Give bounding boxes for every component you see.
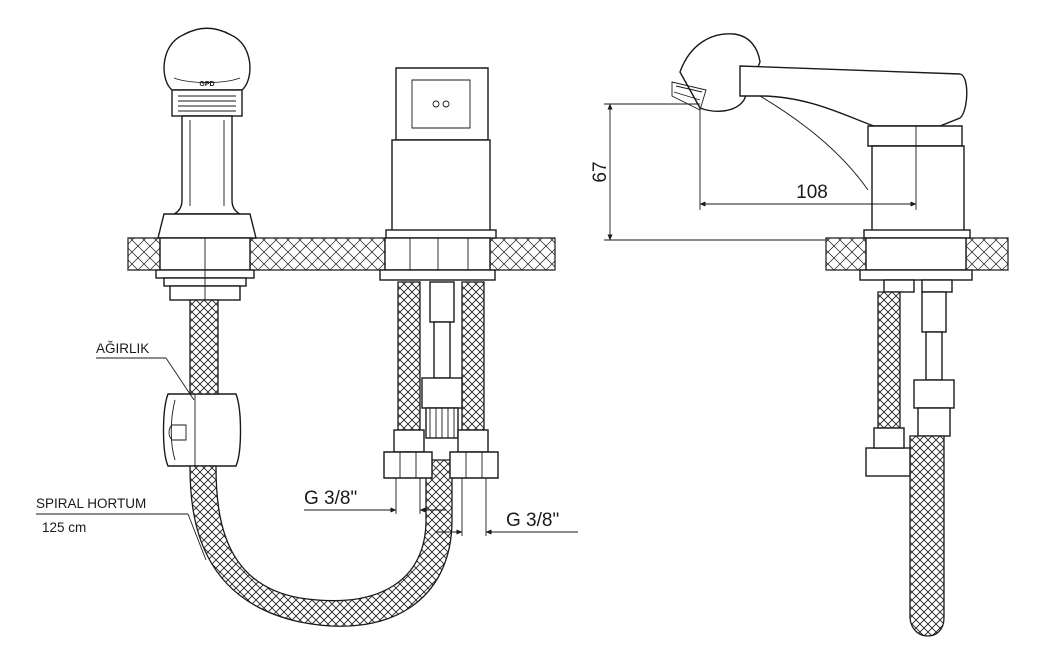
height-dimension: [604, 103, 826, 241]
height-dimension-value: 67: [590, 161, 611, 182]
weight-label: AĞIRLIK: [96, 341, 149, 356]
shower-mount: [155, 237, 255, 301]
spiral-hose: [189, 299, 219, 395]
inlet-nuts: [383, 429, 499, 479]
front-view: GPD: [36, 27, 578, 627]
side-view: 67 108: [590, 33, 1009, 637]
diverter-stem: [421, 281, 463, 439]
side-diverter: [913, 291, 955, 437]
inlet-hose-left: [397, 281, 421, 431]
reach-dimension-value: 108: [796, 182, 828, 203]
countertop-slab: [965, 237, 1009, 271]
thread-label-right: G 3/8": [506, 510, 559, 531]
mixer-mount: [379, 237, 496, 281]
mixer-body: [385, 67, 497, 239]
thread-dimension-right: [436, 478, 578, 536]
spiral-hose: [189, 459, 453, 627]
weight-leader: [165, 357, 195, 401]
spout: [671, 33, 971, 239]
hose-label: SPIRAL HORTUM: [36, 496, 146, 511]
countertop-slab: [249, 237, 386, 271]
hose-weight: [162, 393, 242, 467]
thread-label-left: G 3/8": [304, 488, 357, 509]
reach-dimension: [699, 108, 917, 210]
inlet-hose-right: [461, 281, 485, 431]
brand-mark: GPD: [199, 81, 214, 88]
thread-dimension-left: [304, 478, 446, 514]
countertop-slab: [825, 237, 867, 271]
side-mount: [859, 237, 973, 293]
side-nut: [865, 447, 911, 477]
countertop-slab: [127, 237, 161, 271]
hose-length-label: 125 cm: [42, 520, 86, 535]
side-shower-hose: [909, 435, 945, 637]
hand-shower: GPD: [157, 27, 257, 239]
countertop-slab: [489, 237, 556, 271]
side-inlet-hose: [877, 291, 901, 429]
